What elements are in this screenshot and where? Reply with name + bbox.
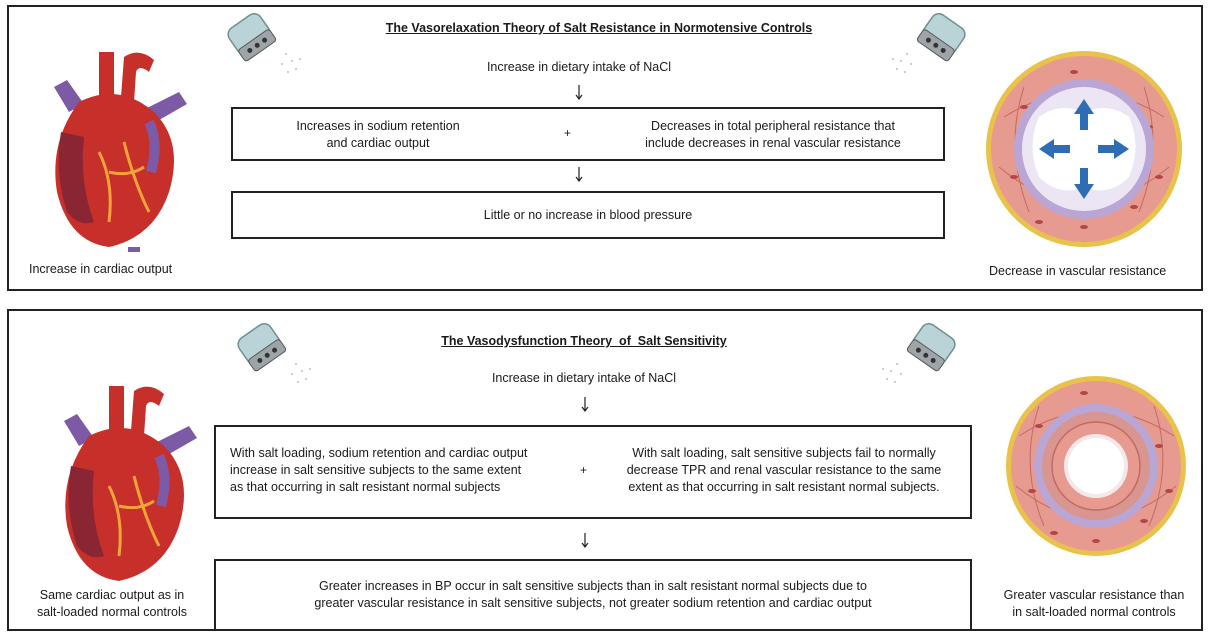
bottom-panel: Same cardiac output as in salt-loaded no… xyxy=(7,309,1203,631)
arrow-down-icon xyxy=(575,85,583,100)
bottom-right-line3: extent as that occurring in salt resista… xyxy=(628,480,940,494)
salt-shaker-left-icon xyxy=(237,323,311,383)
relaxed-vessel-illustration xyxy=(986,51,1182,247)
bottom-left-line3: as that occurring in salt resistant norm… xyxy=(230,480,501,494)
top-right-line1: Decreases in total peripheral resistance… xyxy=(651,119,895,133)
vessel-caption-line2: in salt-loaded normal controls xyxy=(1012,605,1176,619)
top-intake: Increase in dietary intake of NaCl xyxy=(486,60,672,74)
top-panel: Increase in cardiac output The Vasorelax… xyxy=(7,5,1203,291)
top-result: Little or no increase in blood pressure xyxy=(483,208,693,222)
arrow-down-icon xyxy=(581,397,589,412)
bottom-right-line1: With salt loading, salt sensitive subjec… xyxy=(632,446,936,460)
salt-shaker-left-icon xyxy=(227,13,301,73)
heart-caption-line2: salt-loaded normal controls xyxy=(36,605,188,619)
top-result-box: Little or no increase in blood pressure xyxy=(231,191,945,239)
top-title: The Vasorelaxation Theory of Salt Resist… xyxy=(385,21,813,35)
bottom-title: The Vasodysfunction Theory of Salt Sensi… xyxy=(441,334,727,348)
top-right-line2: include decreases in renal vascular resi… xyxy=(645,136,901,150)
vessel-caption-line1: Greater vascular resistance than xyxy=(1003,588,1185,602)
bottom-left-line2: increase in salt sensitive subjects to t… xyxy=(230,463,522,477)
salt-shaker-right-icon xyxy=(892,13,966,73)
plus-sign: + xyxy=(580,463,588,477)
salt-shaker-right-icon xyxy=(882,323,956,383)
vessel-caption: Decrease in vascular resistance xyxy=(989,264,1167,278)
arrow-down-icon xyxy=(575,167,583,182)
bottom-intake: Increase in dietary intake of NaCl xyxy=(491,371,677,385)
bottom-right-line2: decrease TPR and renal vascular resistan… xyxy=(626,463,942,477)
heart-caption: Same cardiac output as in salt-loaded no… xyxy=(17,587,207,621)
bottom-result-box: Greater increases in BP occur in salt se… xyxy=(214,559,972,631)
constricted-vessel-illustration xyxy=(1006,376,1186,556)
heart-illustration xyxy=(54,52,187,252)
vessel-caption: Greater vascular resistance than in salt… xyxy=(989,587,1199,621)
bottom-mechanism-box: With salt loading, sodium retention and … xyxy=(214,425,972,519)
arrow-down-icon xyxy=(581,533,589,548)
heart-caption-line1: Same cardiac output as in xyxy=(39,588,185,602)
bottom-left-line1: With salt loading, sodium retention and … xyxy=(230,446,528,460)
bottom-result-line1: Greater increases in BP occur in salt se… xyxy=(319,579,867,593)
plus-sign: + xyxy=(564,126,572,140)
top-mechanism-box: Increases in sodium retention and cardia… xyxy=(231,107,945,161)
heart-caption: Increase in cardiac output xyxy=(29,262,173,276)
top-left-line2: and cardiac output xyxy=(326,136,430,150)
top-left-line1: Increases in sodium retention xyxy=(296,119,460,133)
heart-illustration xyxy=(64,386,197,581)
bottom-result-line2: greater vascular resistance in salt sens… xyxy=(314,596,872,610)
